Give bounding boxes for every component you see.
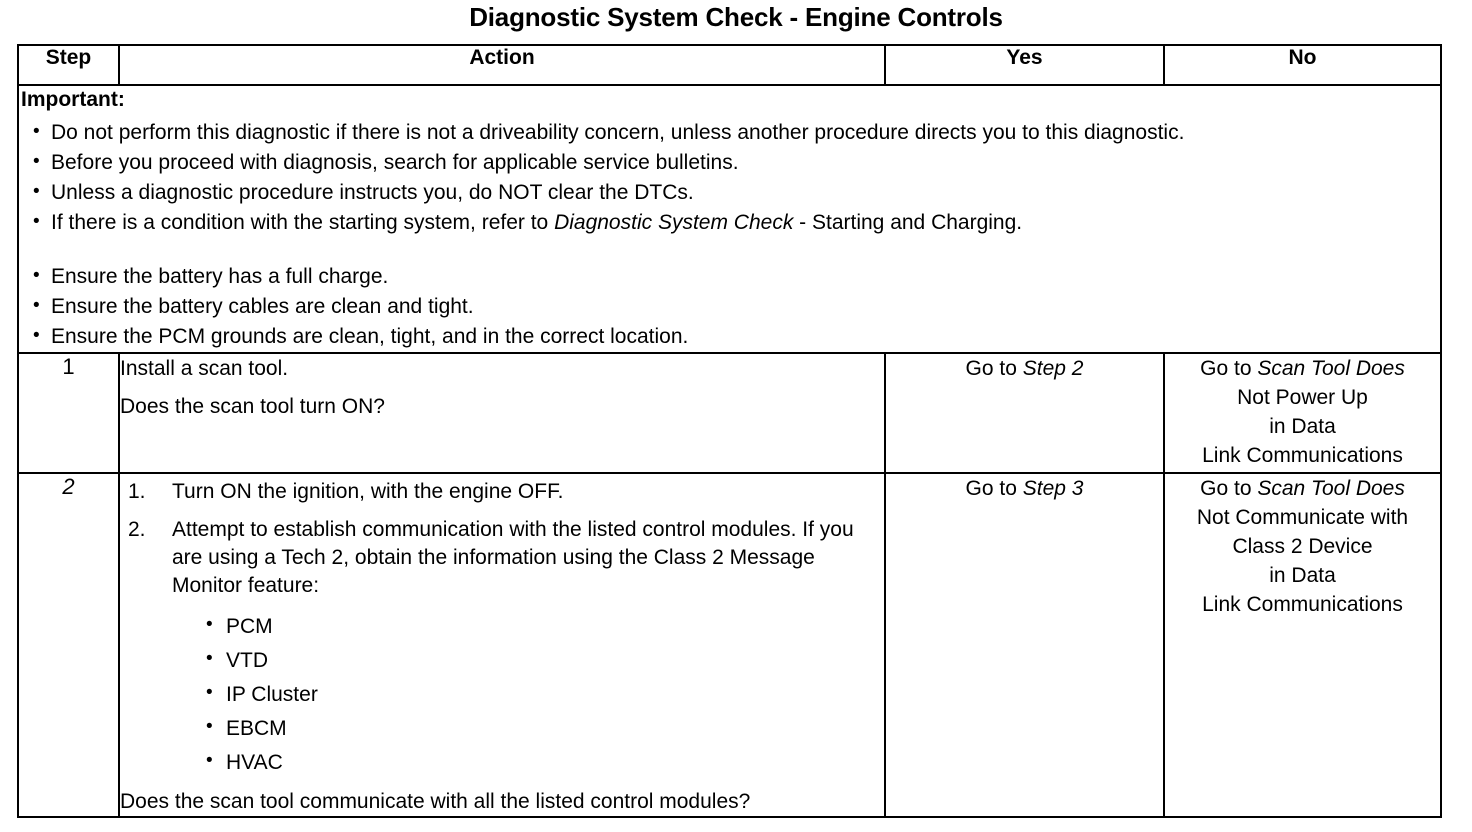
table-row: 2 1. Turn ON the ignition, with the engin… [17, 472, 1442, 818]
control-module-list: PCM VTD IP Cluster EBCM HVAC [120, 608, 884, 780]
step-2-no-cell: Go to Scan Tool Does Not Communicate wit… [1163, 472, 1442, 818]
list-item: PCM [120, 608, 884, 644]
important-bullet-group-2: Ensure the battery has a full charge. En… [19, 261, 1440, 351]
list-item: EBCM [120, 710, 884, 746]
list-item: IP Cluster [120, 676, 884, 712]
goto-target: Step 3 [1022, 477, 1084, 500]
bullet-text-suffix: - Starting and Charging. [793, 211, 1023, 234]
list-item-text: Turn ON the ignition, with the engine OF… [172, 480, 564, 503]
step-1-action-cell: Install a scan tool. Does the scan tool … [118, 352, 886, 474]
list-item: HVAC [120, 744, 884, 780]
goto-line: Go to Scan Tool Does [1165, 474, 1440, 503]
column-header-action: Action [118, 44, 886, 86]
important-label: Important: [21, 88, 125, 111]
column-header-yes: Yes [884, 44, 1165, 86]
goto-location-line: in Data [1269, 415, 1336, 438]
important-cell: Important: Do not perform this diagnosti… [17, 84, 1442, 354]
column-header-step: Step [17, 44, 120, 86]
bullet-group-spacer [19, 238, 1440, 262]
diagnostic-table: Step Action Yes No Important: Do not per… [17, 44, 1442, 818]
list-item: VTD [120, 642, 884, 678]
goto-location-line: Link Communications [1202, 593, 1403, 616]
action-question: Does the scan tool communicate with all … [120, 790, 751, 813]
action-question: Does the scan tool turn ON? [120, 395, 385, 418]
goto-target-line: Not Power Up [1237, 386, 1368, 409]
step-number: 2 [17, 472, 120, 818]
step-1-no-cell: Go to Scan Tool Does Not Power Up in Dat… [1163, 352, 1442, 474]
goto-target-line: Class 2 Device [1232, 535, 1373, 558]
important-bullet: Before you proceed with diagnosis, searc… [19, 147, 1440, 177]
step-2-action-cell: 1. Turn ON the ignition, with the engine … [118, 472, 886, 818]
important-bullet: Ensure the PCM grounds are clean, tight,… [19, 321, 1440, 351]
step-number: 1 [17, 352, 120, 474]
goto-prefix: Go to [1200, 477, 1258, 500]
goto-target-line: Not Communicate with [1196, 506, 1409, 529]
important-bullet: Unless a diagnostic procedure instructs … [19, 177, 1440, 207]
goto-prefix: Go to [965, 477, 1023, 500]
table-row: 1 Install a scan tool. Does the scan too… [17, 352, 1442, 474]
step-2-numbered-list: 1. Turn ON the ignition, with the engine … [120, 478, 884, 600]
list-item: 2. Attempt to establish communication wit… [120, 516, 884, 600]
goto-target: Scan Tool Does [1257, 477, 1405, 500]
important-bullet: Do not perform this diagnostic if there … [19, 117, 1440, 147]
goto-line: Go to Scan Tool Does [1165, 354, 1440, 383]
goto-target: Scan Tool Does [1257, 357, 1405, 380]
action-line: Install a scan tool. [120, 357, 289, 380]
goto-location-line: Link Communications [1202, 444, 1403, 467]
goto-prefix: Go to [965, 357, 1023, 380]
step-2-yes-cell: Go to Step 3 [884, 472, 1165, 818]
table-header-row: Step Action Yes No [17, 44, 1442, 86]
column-header-no: No [1163, 44, 1442, 86]
important-bullet: Ensure the battery cables are clean and … [19, 291, 1440, 321]
goto-prefix: Go to [1200, 357, 1258, 380]
goto-target: Step 2 [1022, 357, 1084, 380]
step-1-yes-cell: Go to Step 2 [884, 352, 1165, 474]
page-title: Diagnostic System Check - Engine Control… [469, 2, 1003, 32]
important-row: Important: Do not perform this diagnosti… [17, 84, 1442, 354]
list-item-number: 1. [128, 480, 146, 503]
bullet-text-prefix: If there is a condition with the startin… [51, 211, 555, 234]
list-item-text: Attempt to establish communication with … [172, 518, 854, 597]
goto-location-line: in Data [1269, 564, 1336, 587]
bullet-text-italic: Diagnostic System Check [554, 211, 794, 234]
important-bullet: Ensure the battery has a full charge. [19, 261, 1440, 291]
list-item: 1. Turn ON the ignition, with the engine … [120, 478, 884, 506]
list-item-number: 2. [128, 518, 146, 541]
important-bullet-reference: If there is a condition with the startin… [19, 207, 1440, 237]
important-bullet-group-1: Do not perform this diagnostic if there … [19, 117, 1440, 237]
